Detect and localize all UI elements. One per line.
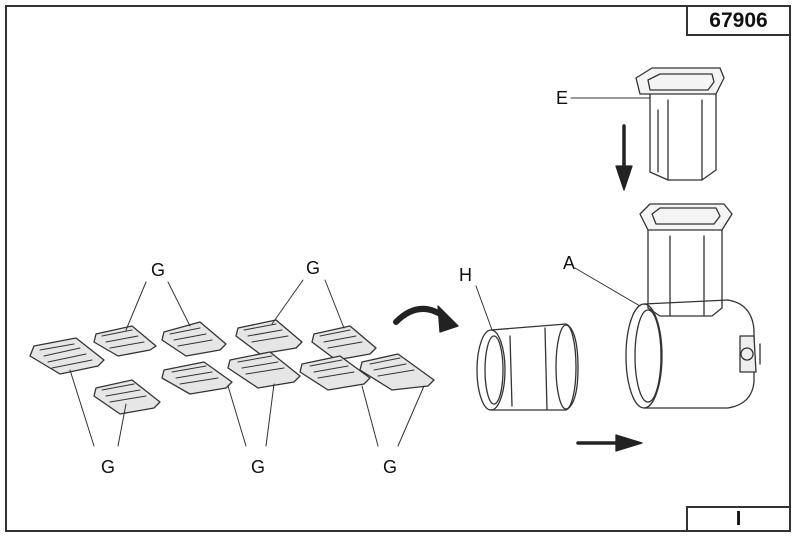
blade [227, 351, 301, 389]
blade [235, 319, 303, 355]
label-g-bottom-right: G [383, 457, 398, 477]
page-marker-box: I [686, 506, 791, 532]
model-code: 67906 [709, 8, 768, 32]
label-g-bottom-middle: G [251, 457, 266, 477]
page-marker: I [735, 507, 742, 530]
curved-arrow [393, 305, 459, 333]
label-h: H [459, 265, 472, 285]
diagram-frame [5, 5, 791, 532]
pusher-part-e [635, 67, 725, 181]
label-g-bottom-left: G [101, 457, 116, 477]
housing-part-a [625, 203, 761, 409]
blade [93, 379, 161, 415]
blade [93, 325, 157, 357]
label-g-top-right: G [306, 258, 321, 278]
model-code-box: 67906 [686, 5, 791, 36]
blade-set-g [29, 319, 435, 415]
leader-lines-g [69, 279, 425, 447]
blade [161, 321, 227, 357]
drum-part-h [476, 323, 579, 411]
label-e: E [556, 88, 569, 108]
label-g-top-left: G [151, 260, 166, 280]
blade [359, 353, 435, 391]
leader-line-a [574, 267, 641, 307]
blade [29, 337, 105, 375]
leader-line-h [475, 285, 493, 331]
blade [161, 361, 233, 395]
label-a: A [563, 253, 576, 273]
right-arrow [576, 434, 643, 452]
blade [311, 325, 377, 361]
down-arrow [615, 124, 633, 191]
blade [299, 355, 371, 391]
